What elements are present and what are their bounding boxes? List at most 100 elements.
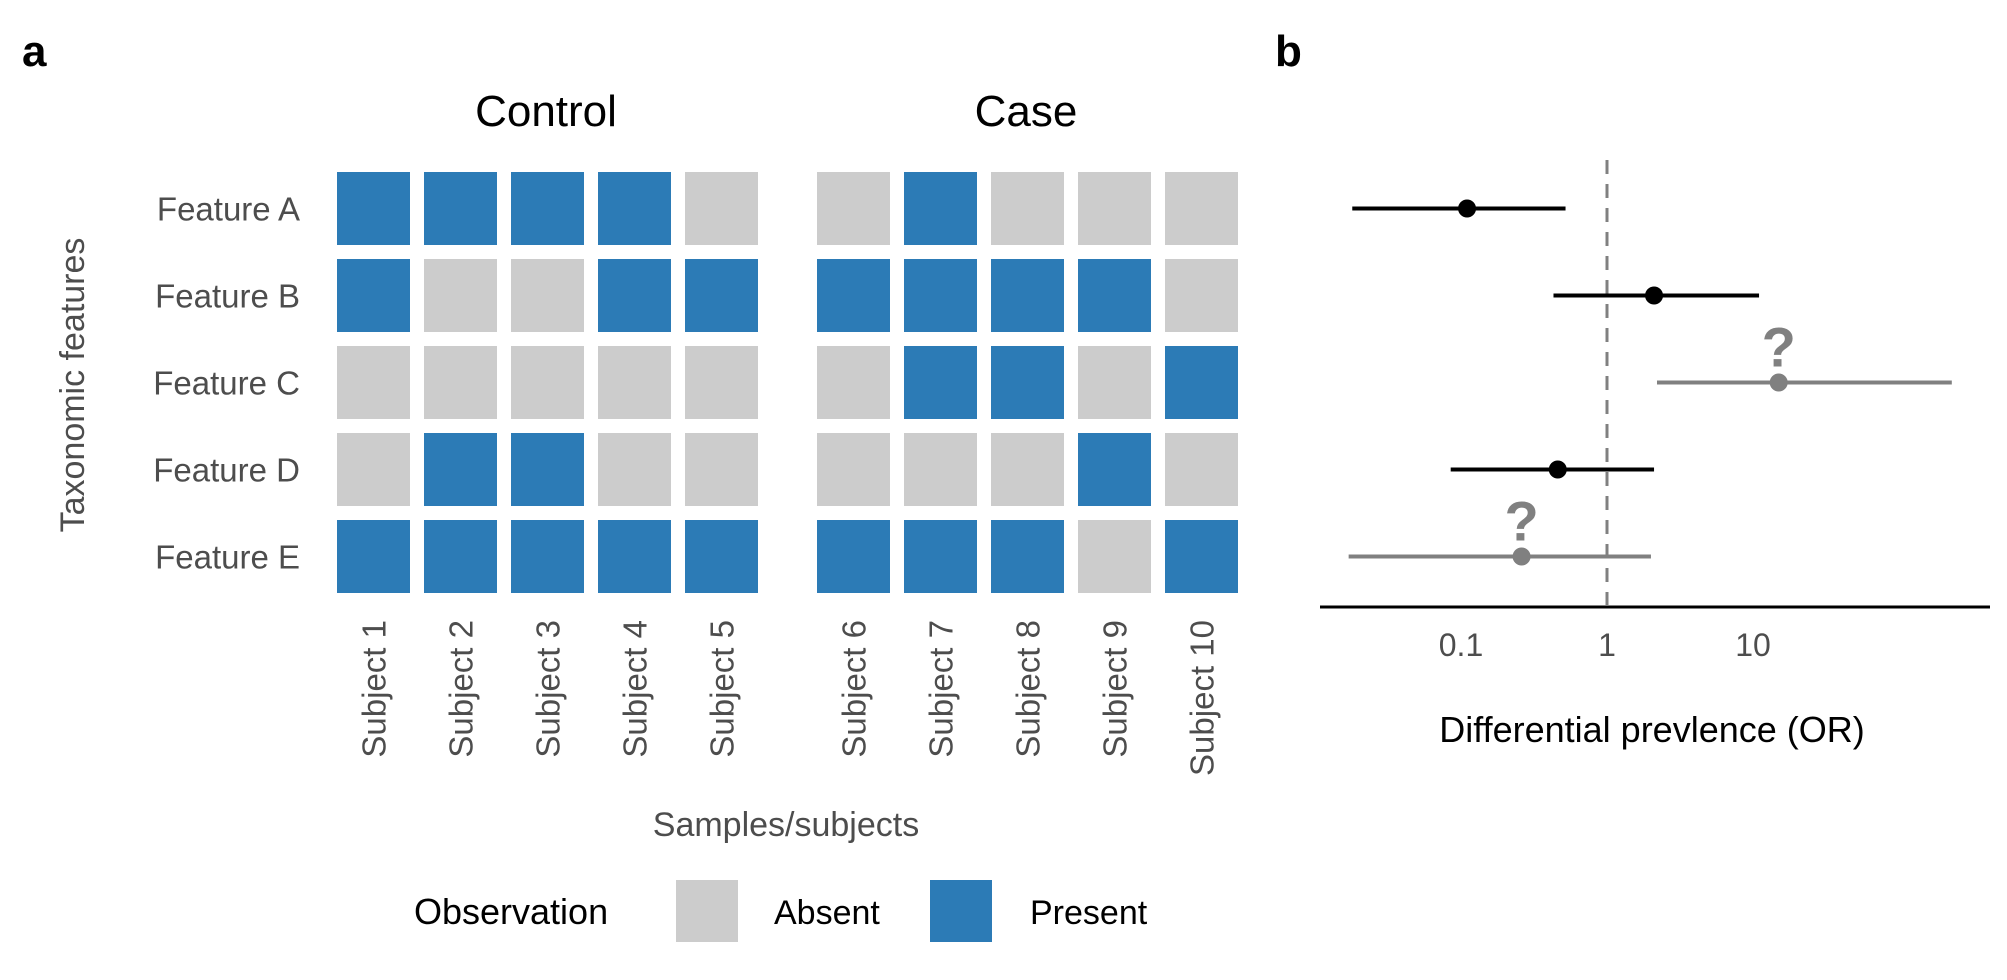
- heatmap-cell: [511, 520, 584, 593]
- heatmap-cell: [904, 346, 977, 419]
- feature-label: Feature B: [155, 278, 300, 315]
- heatmap-cell: [817, 433, 890, 506]
- heatmap-cell: [1078, 259, 1151, 332]
- heatmap-cell: [904, 259, 977, 332]
- panel-b-letter: b: [1275, 27, 1302, 76]
- heatmap-cell: [991, 520, 1064, 593]
- x-ticks: 0.1 1 10: [1439, 627, 1771, 663]
- subject-label: Subject 4: [617, 620, 654, 758]
- heatmap-cells: [337, 172, 1238, 593]
- group-title-case: Case: [975, 87, 1078, 136]
- group-title-control: Control: [475, 87, 617, 136]
- odds-ratio-point: [1458, 199, 1477, 218]
- subject-label: Subject 7: [923, 620, 960, 758]
- heatmap-cell: [598, 259, 671, 332]
- heatmap-cell: [1165, 520, 1238, 593]
- subject-label: Subject 3: [530, 620, 567, 758]
- odds-ratio-point: [1645, 286, 1664, 305]
- x-axis-title-b: Differential prevlence (OR): [1439, 709, 1865, 750]
- forest-point-group: [1553, 286, 1760, 305]
- heatmap-cell: [1078, 346, 1151, 419]
- heatmap-cell: [1165, 172, 1238, 245]
- odds-ratio-point: [1769, 373, 1788, 392]
- heatmap-cell: [685, 433, 758, 506]
- subject-label: Subject 8: [1010, 620, 1047, 758]
- heatmap-cell: [685, 520, 758, 593]
- subject-label: Subject 10: [1184, 620, 1221, 776]
- heatmap-cell: [337, 259, 410, 332]
- x-tick-label: 1: [1598, 627, 1616, 663]
- heatmap-cell: [1078, 172, 1151, 245]
- forest-point-group: ?: [1656, 316, 1952, 392]
- forest-point-group: [1352, 199, 1566, 218]
- panel-a-heatmap: Control Case Taxonomic features Feature …: [54, 87, 1238, 942]
- heatmap-cell: [511, 172, 584, 245]
- feature-label: Feature A: [157, 191, 300, 228]
- heatmap-cell: [424, 172, 497, 245]
- heatmap-cell: [424, 433, 497, 506]
- heatmap-cell: [337, 172, 410, 245]
- heatmap-cell: [337, 520, 410, 593]
- heatmap-cell: [817, 172, 890, 245]
- heatmap-cell: [1078, 520, 1151, 593]
- subject-label: Subject 6: [836, 620, 873, 758]
- heatmap-cell: [1078, 433, 1151, 506]
- heatmap-cell: [598, 520, 671, 593]
- legend-swatch-absent: [676, 880, 738, 942]
- heatmap-cell: [817, 346, 890, 419]
- x-tick-label: 10: [1735, 627, 1771, 663]
- heatmap-cell: [511, 259, 584, 332]
- heatmap-cell: [904, 520, 977, 593]
- panel-b-forest-plot: ?? 0.1 1 10 Differential prevlence (OR): [1320, 160, 1990, 750]
- odds-ratio-point: [1512, 547, 1531, 566]
- legend-swatch-present: [930, 880, 992, 942]
- forest-point-group: ?: [1348, 490, 1651, 566]
- heatmap-cell: [991, 346, 1064, 419]
- heatmap-cell: [337, 346, 410, 419]
- heatmap-cell: [598, 433, 671, 506]
- heatmap-cell: [424, 346, 497, 419]
- heatmap-cell: [511, 346, 584, 419]
- subject-label: Subject 9: [1097, 620, 1134, 758]
- forest-points: ??: [1348, 199, 1952, 566]
- feature-label: Feature D: [153, 452, 300, 489]
- uncertain-marker: ?: [1762, 316, 1796, 379]
- legend-title: Observation: [414, 891, 608, 932]
- feature-label: Feature C: [153, 365, 300, 402]
- subject-label: Subject 1: [356, 620, 393, 758]
- heatmap-cell: [991, 259, 1064, 332]
- heatmap-cell: [1165, 259, 1238, 332]
- legend-label-present: Present: [1030, 894, 1148, 932]
- heatmap-cell: [685, 346, 758, 419]
- forest-point-group: [1450, 460, 1655, 479]
- heatmap-cell: [685, 259, 758, 332]
- heatmap-cell: [337, 433, 410, 506]
- legend: Observation Absent Present: [414, 880, 1148, 942]
- heatmap-cell: [598, 346, 671, 419]
- heatmap-cell: [991, 172, 1064, 245]
- subject-label: Subject 5: [704, 620, 741, 758]
- panel-a-letter: a: [22, 27, 47, 76]
- feature-labels: Feature A Feature B Feature C Feature D Feat…: [153, 191, 300, 576]
- heatmap-cell: [598, 172, 671, 245]
- uncertain-marker: ?: [1504, 490, 1538, 553]
- heatmap-cell: [817, 520, 890, 593]
- heatmap-cell: [424, 520, 497, 593]
- heatmap-cell: [424, 259, 497, 332]
- heatmap-cell: [904, 172, 977, 245]
- odds-ratio-point: [1548, 460, 1567, 479]
- heatmap-cell: [1165, 346, 1238, 419]
- y-axis-title: Taxonomic features: [54, 238, 92, 533]
- heatmap-cell: [1165, 433, 1238, 506]
- heatmap-cell: [991, 433, 1064, 506]
- x-tick-label: 0.1: [1439, 627, 1483, 663]
- heatmap-cell: [511, 433, 584, 506]
- legend-label-absent: Absent: [774, 894, 880, 932]
- heatmap-cell: [817, 259, 890, 332]
- heatmap-cell: [904, 433, 977, 506]
- x-axis-title: Samples/subjects: [653, 806, 919, 844]
- heatmap-cell: [685, 172, 758, 245]
- feature-label: Feature E: [155, 539, 300, 576]
